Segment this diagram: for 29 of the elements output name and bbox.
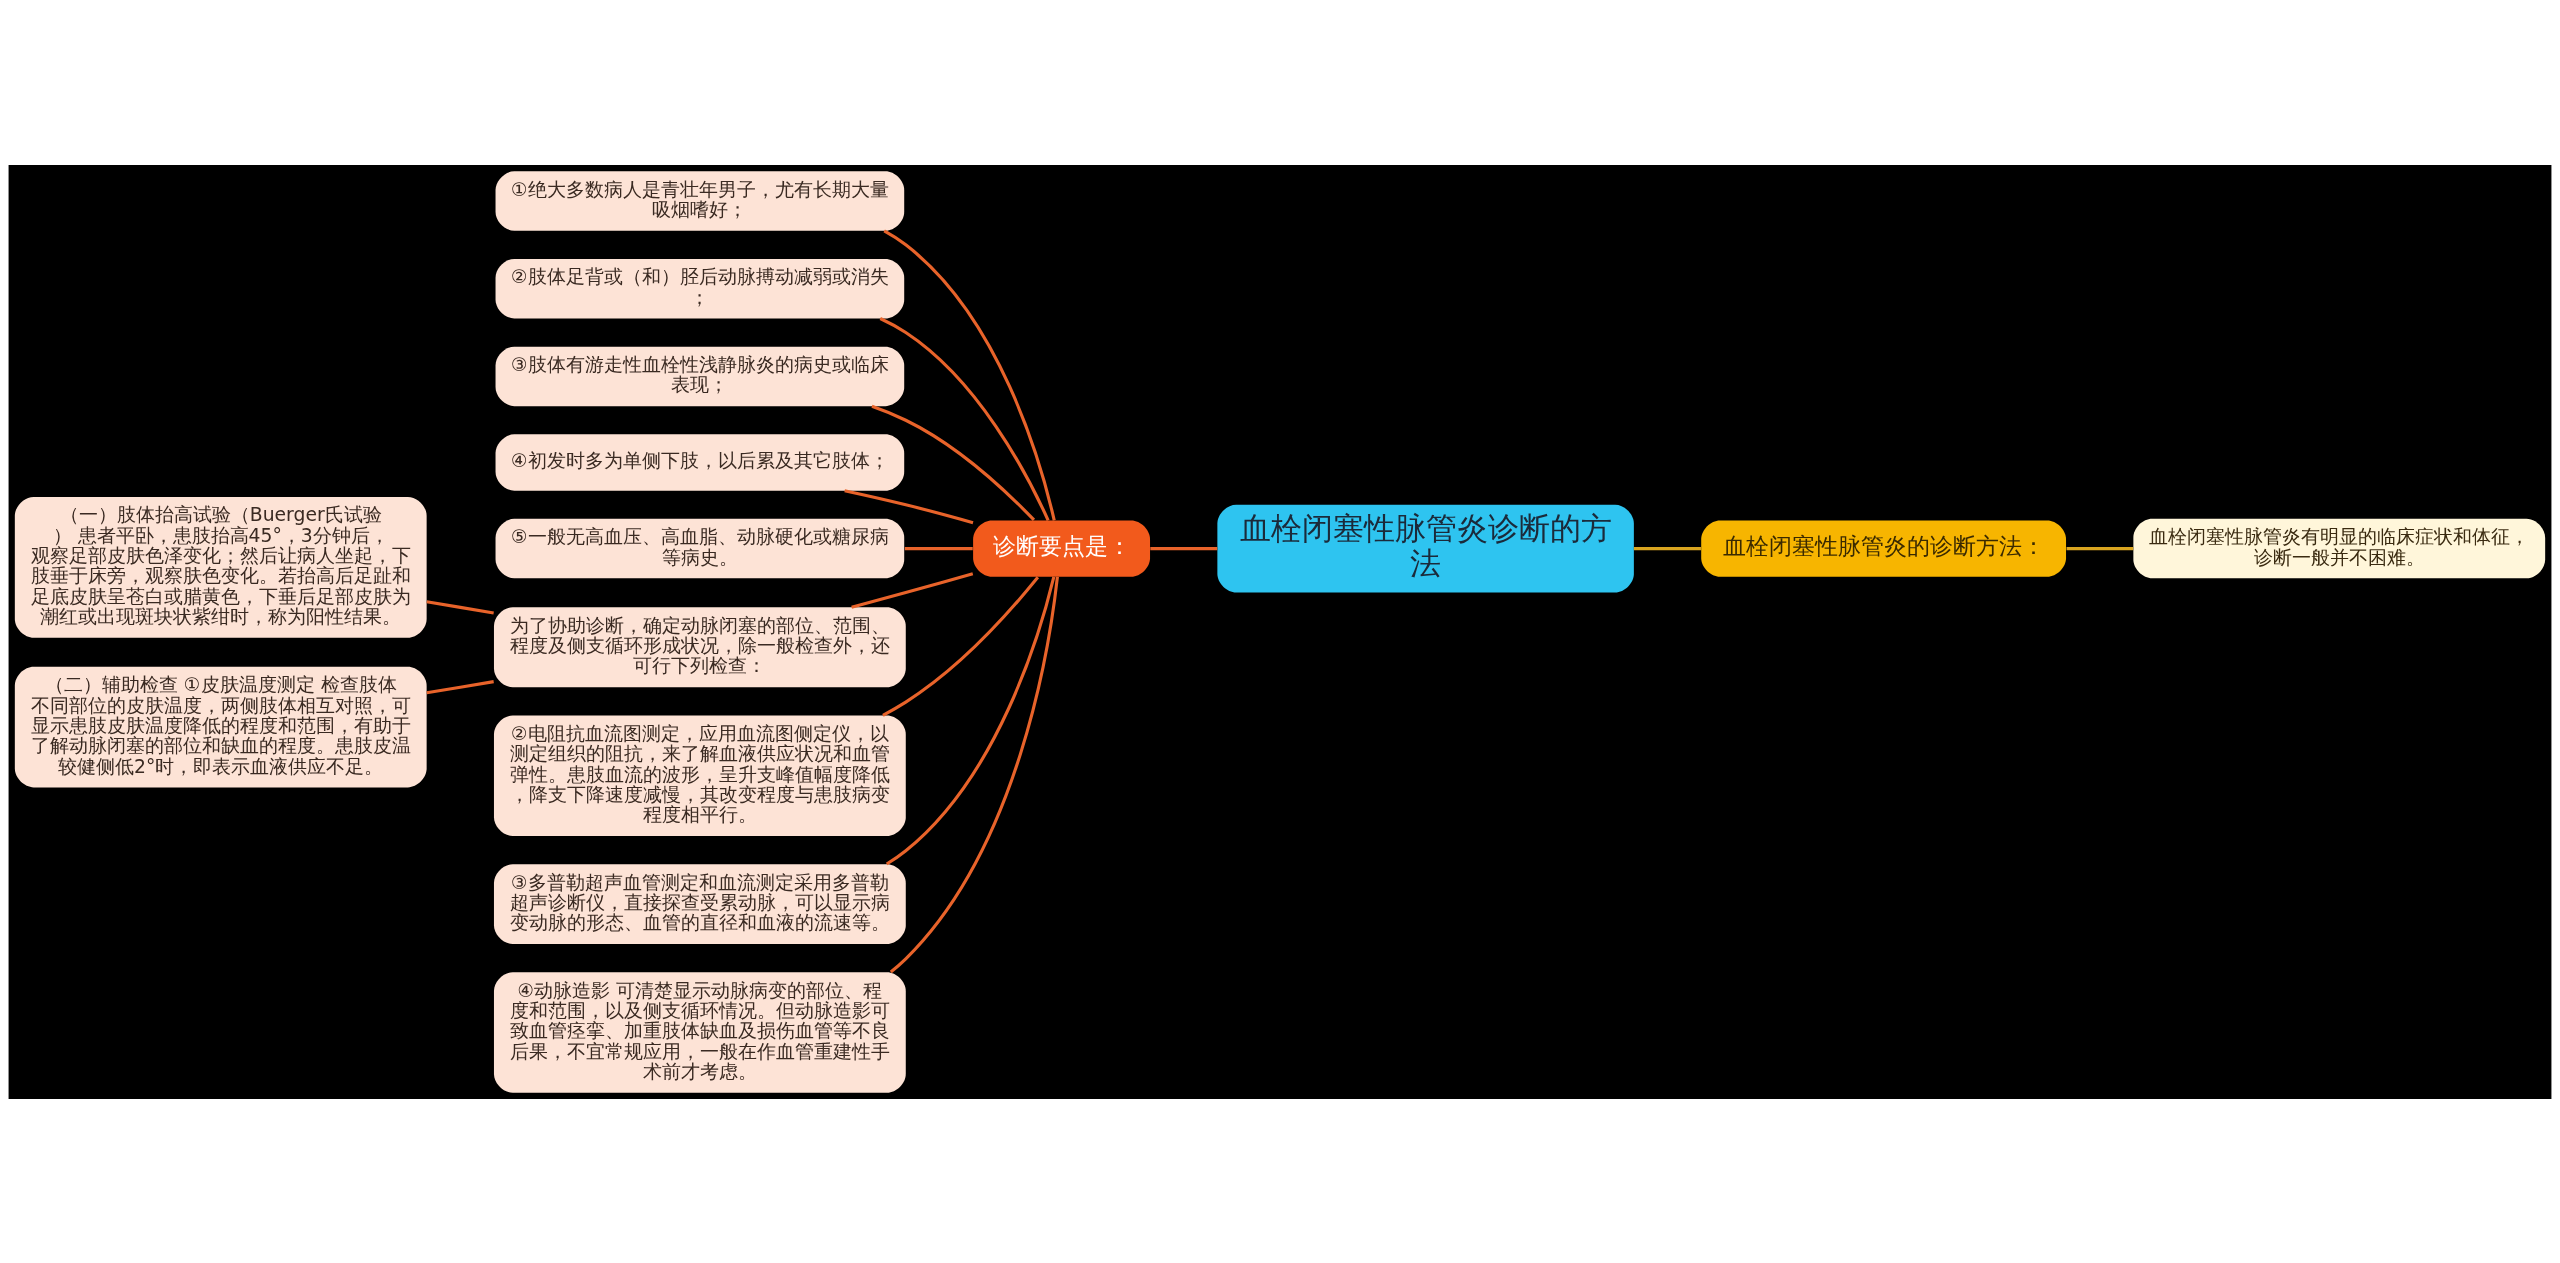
node-box: ④初发时多为单侧下肢，以后累及其它肢体； [495, 433, 905, 491]
connector [1633, 546, 1701, 550]
connector [871, 404, 1036, 521]
node-box: （一）肢体抬高试验（Buerger氏试验） 患者平卧，患肢抬高45°，3分钟后，观察足部皮肤色泽变化；然后让病人坐起，下肢垂于床旁，观察肤色变化。若抬高后足趾和足底皮肤呈苍白或腊黄色，下垂后足部皮肤为潮红或出现斑块状紫绀时，称为阳性结果。 [14, 496, 427, 638]
node-box: 血栓闭塞性脉管炎的诊断方法： [1701, 519, 2067, 577]
connector [904, 546, 973, 550]
connector [882, 575, 1040, 717]
connector [426, 679, 494, 694]
node-box: 血栓闭塞性脉管炎有明显的临床症状和体征，诊断一般并不困难。 [2133, 518, 2546, 578]
connector [844, 488, 974, 524]
connector [883, 229, 1056, 521]
connector [879, 316, 1050, 521]
connector [885, 576, 1056, 865]
node-box: ⑤一般无高血压、高血脂、动脉硬化或糖尿病等病史。 [495, 518, 905, 578]
node-box: 血栓闭塞性脉管炎诊断的方法 [1217, 504, 1634, 592]
node-box: ①绝大多数病人是青壮年男子，尤有长期大量吸烟嗜好； [495, 170, 905, 231]
node-box: （二）辅助检查 ①皮肤温度测定 检查肢体不同部位的皮肤温度，两侧肢体相互对照，可显示患肢皮肤温度降低的程度和范围，有助于了解动脉闭塞的部位和缺血的程度。患肢皮温较健侧低2°时，即表示血液供应不足。 [14, 666, 427, 787]
connector [889, 576, 1059, 973]
connector [1150, 546, 1218, 550]
node-box: ③肢体有游走性血栓性浅静脉炎的病史或临床表现； [495, 346, 905, 406]
connector [851, 571, 974, 609]
node-box: ②肢体足背或（和）胫后动脉搏动减弱或消失； [495, 258, 905, 318]
node-box: ③多普勒超声血管测定和血流测定采用多普勒超声诊断仪，直接探查受累动脉，可以显示病变动脉的形态、血管的直径和血液的流速等。 [493, 863, 906, 944]
node-box: 诊断要点是： [973, 519, 1151, 577]
connector [2066, 546, 2134, 550]
node-box: ④动脉造影 可清楚显示动脉病变的部位、程度和范围，以及侧支循环情况。但动脉造影可致血管痉挛、加重肢体缺血及损伤血管等不良后果，不宜常规应用，一般在作血管重建性手术前才考虑。 [493, 971, 906, 1093]
node-box: 为了协助诊断，确定动脉闭塞的部位、范围、程度及侧支循环形成状况，除一般检查外，还可行下列检查： [493, 606, 906, 687]
connector [426, 599, 494, 614]
node-box: ②电阻抗血流图测定，应用血流图侧定仪，以测定组织的阻抗，来了解血液供应状况和血管弹性。患肢血流的波形，呈升支峰值幅度降低，降支下降速度减慢，其改变程度与患肢病变程度相平行。 [493, 714, 906, 836]
